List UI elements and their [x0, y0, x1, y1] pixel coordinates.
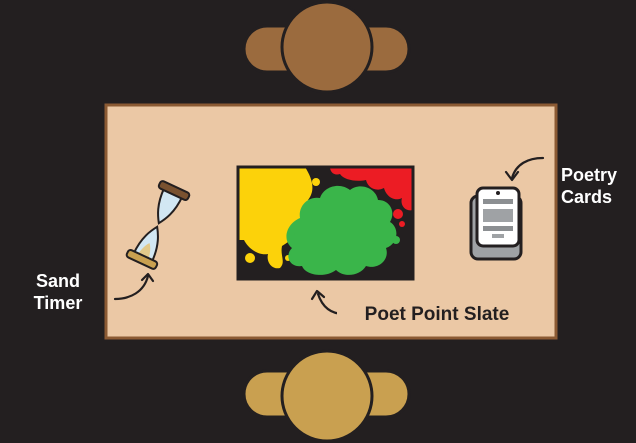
sand-timer-label-line2: Timer	[18, 292, 98, 314]
player-bottom	[244, 351, 409, 441]
card-deck-icon	[471, 188, 521, 259]
poet-point-slate-label: Poet Point Slate	[337, 299, 537, 331]
player-top	[244, 2, 409, 92]
sand-timer-label-line1: Sand	[18, 270, 98, 292]
poet-point-slate	[235, 167, 413, 279]
player-top-head	[282, 2, 372, 92]
poetry-cards-label-line2: Cards	[561, 186, 636, 208]
sand-timer-label: Sand Timer	[18, 270, 98, 314]
player-bottom-head	[282, 351, 372, 441]
poetry-cards-label-line1: Poetry	[561, 164, 636, 186]
poetry-cards-label: Poetry Cards	[561, 164, 636, 208]
